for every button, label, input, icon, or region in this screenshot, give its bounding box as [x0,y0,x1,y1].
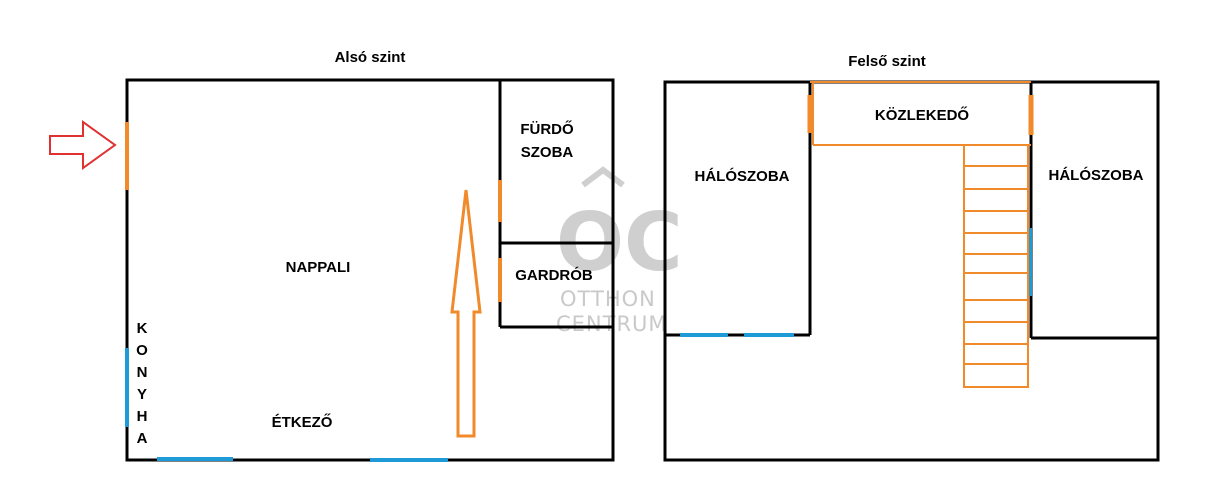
lower-floor: Alsó szint FÜRDŐ SZOBA NAPPALI GARDRÓB É… [49,49,615,462]
right-bedroom-label: HÁLÓSZOBA [1049,166,1144,184]
kitchen-letter: H [137,408,148,425]
watermark-line2: CENTRUM [556,312,668,336]
kitchen-letter: N [137,364,148,381]
staircase-arrow-icon [450,189,482,438]
bathroom-label-line1: FÜRDŐ [520,120,574,138]
upper-floor-title: Felső szint [848,53,926,70]
left-bedroom-label: HÁLÓSZOBA [695,167,790,185]
kitchen-letter: A [137,430,148,447]
lower-floor-title: Alsó szint [335,49,406,66]
watermark: OC OTTHON CENTRUM [556,166,683,336]
upper-outer-wall [663,80,1160,462]
kitchen-letter: Y [137,386,147,403]
kitchen-letter: K [137,320,148,337]
wardrobe-label: GARDRÓB [515,266,593,284]
staircase-outline [963,144,1029,388]
kitchen-letter: O [136,342,148,359]
living-room-label: NAPPALI [286,259,351,276]
entrance-arrow-icon [49,120,117,170]
watermark-hat-icon [581,166,625,188]
corridor-label: KÖZLEKEDŐ [875,106,970,124]
bathroom-label-line2: SZOBA [521,144,574,161]
upper-floor: Felső szint [663,53,1160,462]
staircase [963,144,1029,388]
dining-label: ÉTKEZŐ [272,413,333,431]
watermark-line1: OTTHON [560,287,656,311]
